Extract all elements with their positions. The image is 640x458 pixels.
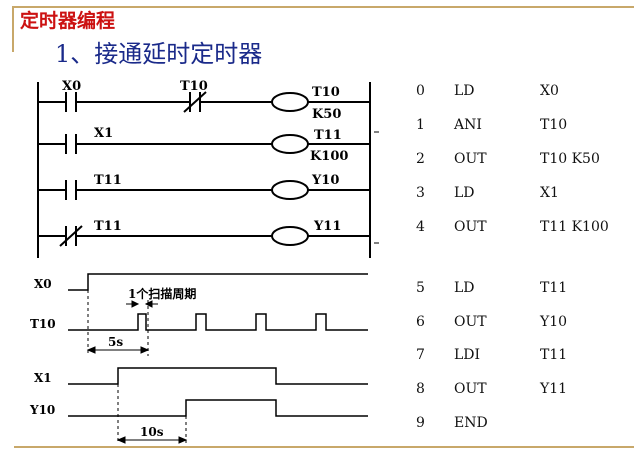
slide-title: 1、接通延时定时器 (55, 40, 263, 68)
label-sig-x1: X1 (34, 371, 52, 385)
y10-coil (271, 180, 309, 200)
label-sig-t10: T10 (30, 317, 56, 331)
instruction-row: 1 ANI T10 (416, 117, 568, 133)
instruction-row: 8 OUT Y11 (416, 381, 568, 397)
slide-header: 定时器编程 (20, 10, 116, 32)
instruction-row: 0 LD X0 (416, 83, 559, 99)
instruction-row: 6 OUT Y10 (416, 314, 568, 330)
label-k50: K50 (312, 107, 341, 122)
instruction-row: 4 OUT T11 K100 (416, 219, 609, 235)
t11-coil (271, 134, 309, 154)
waveform-x1 (68, 367, 368, 385)
instruction-row: 2 OUT T10 K50 (416, 151, 600, 167)
label-sig-x0: X0 (34, 277, 52, 291)
label-y11: Y11 (313, 219, 341, 234)
instruction-row: 9 END (416, 415, 488, 431)
label-scan-period: 1个扫描周期 (128, 286, 196, 301)
label-5s: 5s (108, 335, 123, 349)
label-x0: X0 (62, 79, 81, 94)
label-t11-b: T11 (94, 219, 122, 234)
label-t11-a: T11 (94, 173, 122, 188)
waveform-x0 (68, 273, 368, 291)
rung-3 (38, 180, 370, 200)
waveform-y10 (68, 399, 368, 417)
left-rule (12, 6, 14, 52)
label-y10: Y10 (311, 173, 339, 188)
y11-coil (271, 226, 309, 246)
instruction-row: 7 LDI T11 (416, 347, 568, 363)
rung-1 (38, 91, 370, 113)
top-rule (14, 6, 634, 8)
rung-2 (38, 134, 370, 154)
waveform-t10 (68, 313, 368, 331)
label-sig-y10: Y10 (29, 403, 55, 417)
bottom-rule (14, 446, 634, 448)
label-t11-coil: T11 (314, 128, 342, 143)
label-x1: X1 (94, 126, 113, 141)
instruction-row: 5 LD T11 (416, 280, 568, 296)
rung-4 (38, 225, 370, 247)
t10-coil (271, 92, 309, 112)
label-t10-contact: T10 (180, 79, 208, 94)
instruction-row: 3 LD X1 (416, 185, 559, 201)
label-10s: 10s (140, 425, 164, 439)
label-t10-coil: T10 (312, 85, 340, 100)
label-k100: K100 (310, 149, 348, 164)
